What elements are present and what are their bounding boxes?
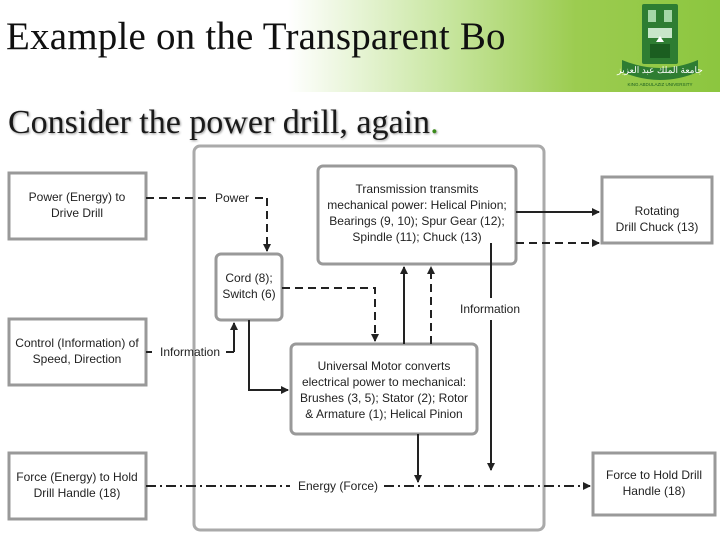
energy-flow-label: Energy (Force): [298, 479, 378, 493]
transmission-line3: Bearings (9, 10); Spur Gear (12);: [329, 214, 504, 228]
info-flow-label-left: Information: [160, 345, 220, 359]
slide-subtitle: Consider the power drill, again.: [8, 104, 439, 142]
control-input-line1: Control (Information) of: [15, 336, 139, 350]
info-flow-label-right: Information: [460, 302, 520, 316]
force-input-line1: Force (Energy) to Hold: [16, 470, 137, 484]
force-input-line2: Drill Handle (18): [34, 486, 121, 500]
transmission-line4: Spindle (11); Chuck (13): [352, 230, 481, 244]
cord-to-motor-solid: [248, 320, 289, 394]
university-logo: جامعة الملك عبد العزيز KING ABDULAZIZ UN…: [616, 4, 703, 87]
chuck-output-line1: Rotating: [635, 204, 680, 218]
cord-line1: Cord (8);: [225, 271, 272, 285]
power-input-line1: Power (Energy) to: [29, 190, 126, 204]
cord-line2: Switch (6): [222, 287, 275, 301]
chuck-output-box: [600, 175, 714, 245]
power-flow-label: Power: [215, 191, 249, 205]
control-input-box: [7, 317, 148, 387]
force-output-line2: Handle (18): [623, 484, 686, 498]
subtitle-period: .: [430, 104, 439, 141]
motor-line1: Universal Motor converts: [318, 359, 451, 373]
transmission-line2: mechanical power: Helical Pinion;: [327, 198, 506, 212]
slide-title: Example on the Transparent Bo: [6, 15, 506, 58]
control-input-line2: Speed, Direction: [33, 352, 122, 366]
logo-subtext: KING ABDULAZIZ UNIVERSITY: [627, 82, 692, 87]
power-input-line2: Drive Drill: [51, 206, 103, 220]
chuck-output-line2: Drill Chuck (13): [616, 220, 699, 234]
power-input-box: [7, 171, 148, 241]
motor-line2: electrical power to mechanical:: [302, 375, 466, 389]
force-output-box: [591, 451, 717, 517]
logo-arabic-text: جامعة الملك عبد العزيز: [616, 65, 703, 76]
motor-line3: Brushes (3, 5); Stator (2); Rotor: [300, 391, 468, 405]
drill-function-diagram: Power (Energy) to Drive Drill Control (I…: [7, 144, 717, 532]
transmission-box: [316, 164, 518, 266]
transmission-line1: Transmission transmits: [356, 182, 479, 196]
motor-box: [289, 342, 479, 436]
cord-to-motor-dashed: [282, 287, 379, 342]
motor-line4: & Armature (1); Helical Pinion: [305, 407, 462, 421]
title-bar: [0, 0, 720, 92]
subtitle-text: Consider the power drill, again: [8, 104, 431, 141]
force-output-line1: Force to Hold Drill: [606, 468, 702, 482]
